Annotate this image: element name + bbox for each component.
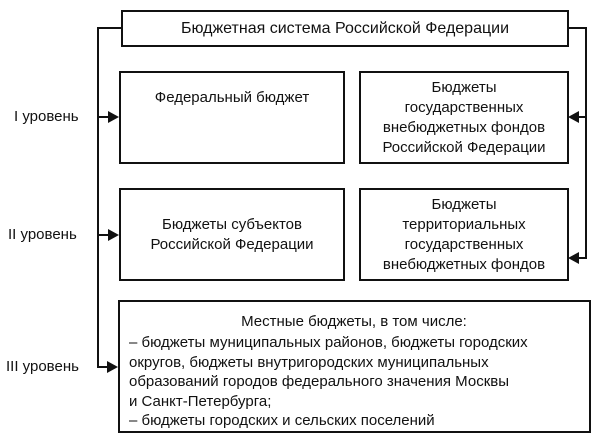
arrow-territorial-offbudget-head	[568, 252, 579, 264]
arrow-level2-head	[108, 229, 119, 241]
connector-right-vertical	[585, 27, 587, 259]
local-budgets-list: – бюджеты муниципальных районов, бюджеты…	[129, 333, 579, 431]
connector-right-top	[568, 27, 587, 29]
local-budgets-line: округов, бюджеты внутригородских муницип…	[129, 353, 489, 371]
box-line: государственных	[404, 98, 524, 116]
territorial-offbudget-funds-box: Бюджеты территориальных государственных …	[359, 188, 569, 281]
budget-system-title: Бюджетная система Российской Федерации	[180, 19, 510, 37]
connector-left-top	[98, 27, 122, 29]
arrow-level3-head	[107, 361, 118, 373]
box-line: внебюджетных фондов	[382, 118, 546, 136]
box-line: Российской Федерации	[382, 138, 546, 156]
box-line: Российской Федерации	[150, 235, 314, 253]
local-budgets-line: – бюджеты муниципальных районов, бюджеты…	[129, 334, 528, 351]
arrow-territorial-offbudget-shaft	[578, 257, 587, 259]
local-budgets-line: образований городов федерального значени…	[129, 373, 510, 390]
box-line: территориальных	[402, 215, 526, 233]
federal-offbudget-funds-box: Бюджеты государственных внебюджетных фон…	[359, 71, 569, 164]
box-line: внебюджетных фондов	[382, 255, 546, 273]
level-2-label: II уровень	[8, 226, 77, 243]
arrow-level1-shaft	[97, 116, 109, 118]
arrow-level2-shaft	[97, 234, 109, 236]
level-3-label: III уровень	[6, 358, 79, 375]
box-line: Бюджеты субъектов	[162, 215, 302, 233]
local-budgets-line: – бюджеты городских и сельских поселений	[129, 412, 435, 429]
arrow-federal-offbudget-head	[568, 111, 579, 123]
box-line: Бюджеты	[431, 78, 497, 96]
arrow-level1-head	[108, 111, 119, 123]
subjects-budget-box: Бюджеты субъектов Российской Федерации	[119, 188, 345, 281]
box-line: государственных	[404, 235, 524, 253]
arrow-federal-offbudget-shaft	[578, 116, 587, 118]
federal-budget-text: Федеральный бюджет	[154, 88, 310, 106]
federal-budget-box: Федеральный бюджет	[119, 71, 345, 164]
local-budgets-box: Местные бюджеты, в том числе: – бюджеты …	[118, 300, 591, 433]
local-budgets-heading: Местные бюджеты, в том числе:	[241, 313, 467, 330]
arrow-level3-shaft	[97, 366, 108, 368]
box-line: Бюджеты	[431, 195, 497, 213]
budget-system-title-box: Бюджетная система Российской Федерации	[121, 10, 569, 47]
connector-left-vertical	[97, 27, 99, 368]
level-1-label: I уровень	[14, 108, 79, 125]
local-budgets-line: и Санкт-Петербурга;	[129, 392, 272, 410]
